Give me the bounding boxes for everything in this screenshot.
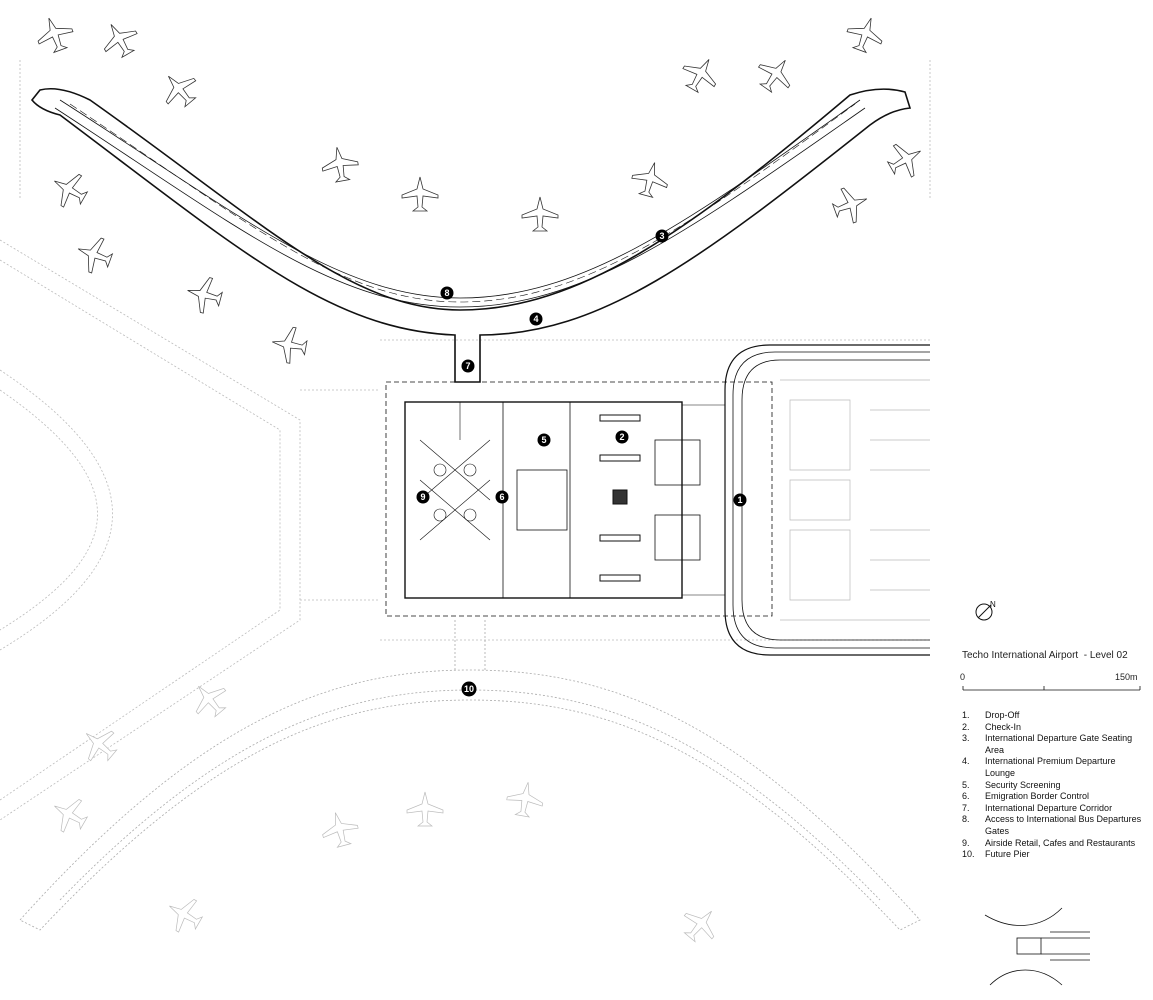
scale-end-label: 150m	[1115, 672, 1138, 682]
legend-item: 6.Emigration Border Control	[962, 791, 1090, 802]
svg-text:7: 7	[465, 361, 470, 371]
marker-9: 9	[416, 490, 430, 504]
svg-text:9: 9	[420, 492, 425, 502]
marker-6: 6	[495, 490, 509, 504]
scale-bar	[962, 686, 1141, 691]
marker-3: 3	[655, 229, 669, 243]
landside-roads	[682, 344, 930, 656]
legend-item: 7.International Departure Corridor	[962, 802, 1113, 813]
marker-8: 8	[440, 286, 454, 300]
future-aircraft	[54, 685, 715, 943]
marker-5: 5	[537, 433, 551, 447]
marker-7: 7	[461, 359, 475, 373]
car-park	[780, 379, 930, 621]
svg-text:5: 5	[541, 435, 546, 445]
future-pier	[19, 620, 921, 931]
legend-item: 8.Access to International Bus Departures…	[962, 814, 1142, 836]
legend-item: 2.Check-In	[962, 721, 1022, 732]
scale-start-label: 0	[960, 672, 966, 682]
svg-text:3: 3	[659, 231, 664, 241]
svg-text:8: 8	[444, 288, 449, 298]
svg-text:10: 10	[464, 684, 474, 694]
legend-item: 10.Future Pier	[962, 849, 1030, 860]
aircraft	[37, 17, 921, 364]
north-arrow-icon: N	[975, 600, 996, 621]
legend-item: 9.Airside Retail, Cafes and Restaurants	[962, 837, 1136, 848]
terminal-building	[385, 381, 773, 617]
marker-10: 10	[461, 681, 477, 697]
legend-item: 1.Drop-Off	[962, 710, 1020, 720]
taxiways	[0, 60, 931, 821]
marker-2: 2	[615, 430, 629, 444]
svg-text:1: 1	[737, 495, 742, 505]
legend-item: 4.International Premium Departure Lounge	[962, 756, 1116, 778]
legend-item: 3.International Departure Gate Seating A…	[962, 733, 1133, 755]
svg-text:4: 4	[533, 314, 538, 324]
legend-item: 5.Security Screening	[962, 779, 1061, 790]
svg-text:6: 6	[499, 492, 504, 502]
key-plan	[984, 907, 1090, 986]
location-markers: 1 2 3 4 5 6 7 8 9 10	[416, 229, 747, 697]
marker-4: 4	[529, 312, 543, 326]
drawing-title: Techo International Airport - Level 02	[962, 650, 1128, 661]
upper-pier	[30, 87, 912, 383]
svg-text:2: 2	[619, 432, 624, 442]
legend: 1.Drop-Off 2.Check-In 3.International De…	[962, 710, 1147, 861]
marker-1: 1	[733, 493, 747, 507]
svg-text:N: N	[990, 600, 996, 609]
